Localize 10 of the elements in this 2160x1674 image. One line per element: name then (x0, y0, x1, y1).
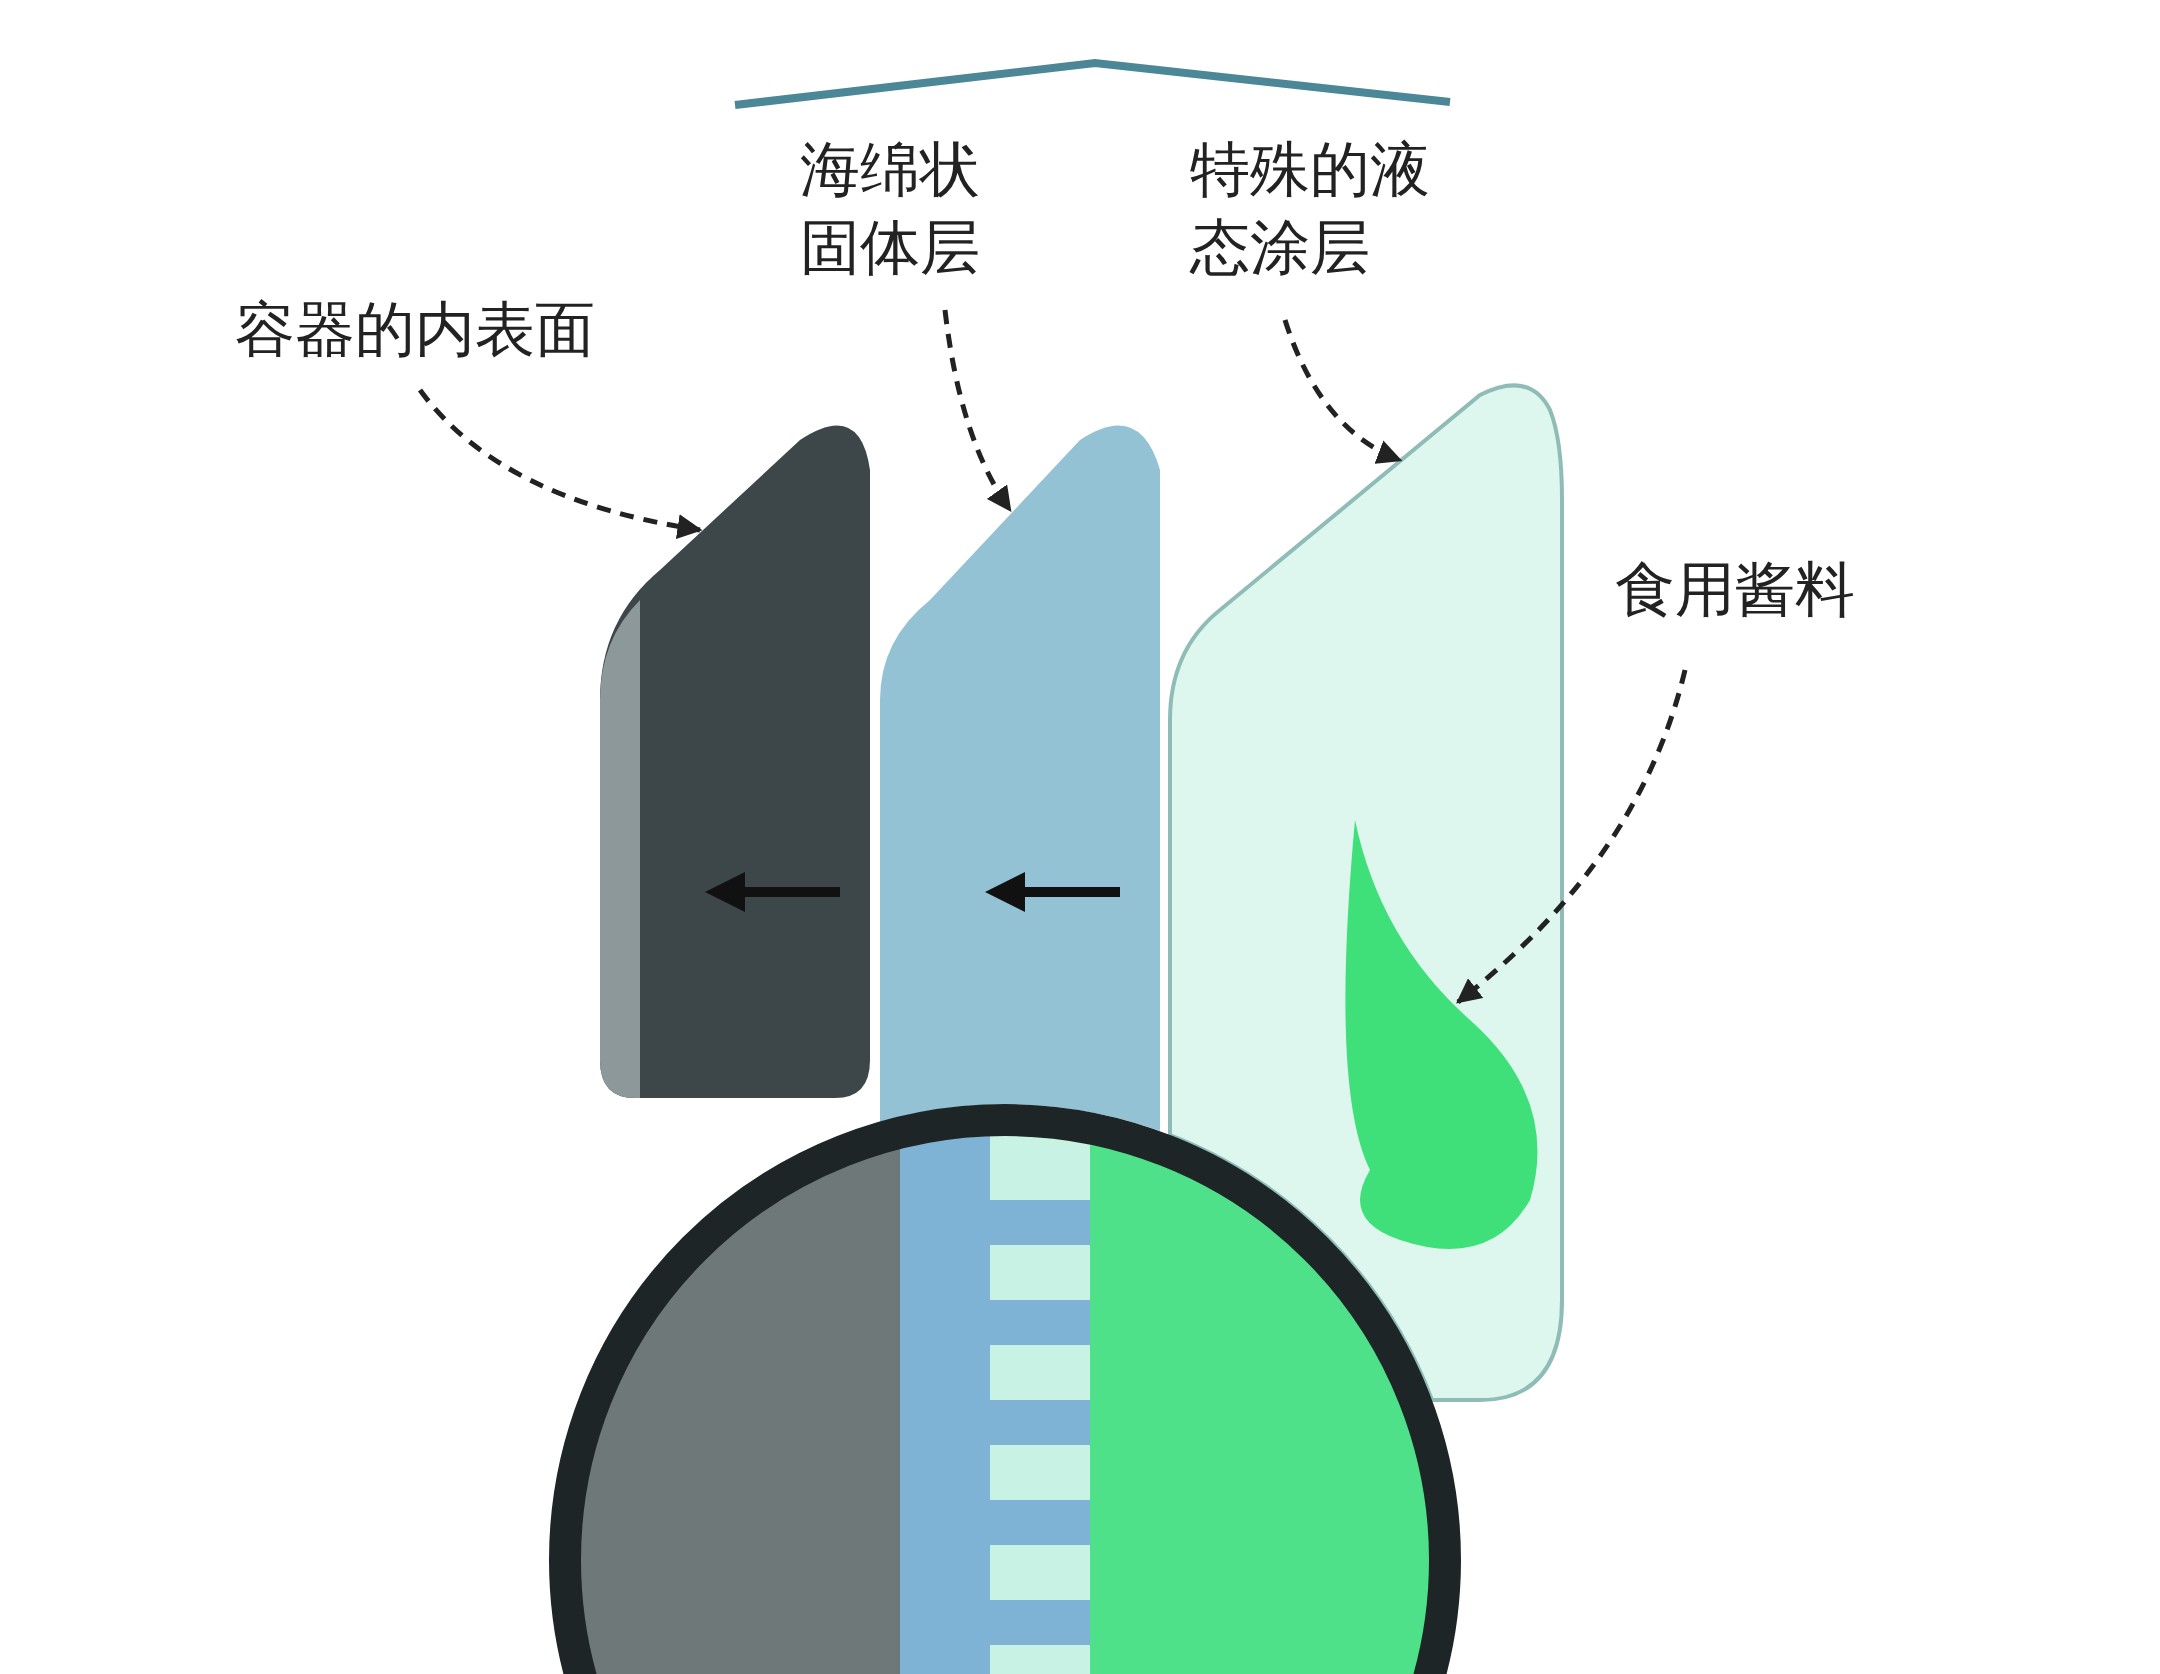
part-label: 海绵状固体层 (800, 130, 1000, 286)
leader-line (418, 388, 703, 539)
liquid-coating-drawing (1165, 380, 1567, 1405)
leader-line (942, 309, 1013, 513)
leader-line (1282, 319, 1403, 463)
leader-line (1456, 669, 1688, 1004)
sauce-drop-drawing (1345, 820, 1538, 1249)
part-label: 特殊的液态涂层 (1190, 130, 1450, 286)
part-label: 容器的内表面 (235, 290, 655, 368)
part-label: 食用酱料 (1615, 550, 1885, 628)
